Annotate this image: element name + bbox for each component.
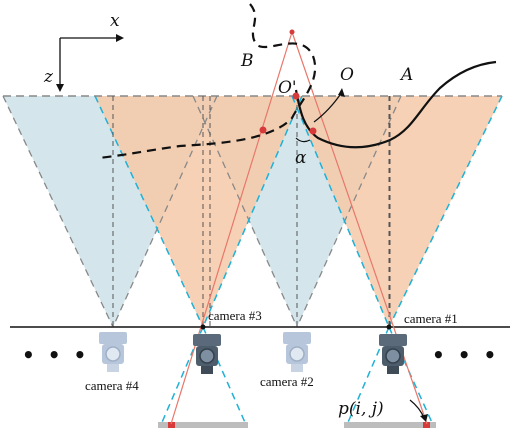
sensor-bar-cam3 bbox=[158, 422, 248, 428]
arrow-head-pixel bbox=[420, 414, 428, 422]
curve-a bbox=[294, 60, 497, 149]
camera-1-icon bbox=[379, 334, 407, 374]
rays bbox=[170, 31, 428, 425]
camera-2-icon bbox=[283, 332, 311, 372]
camera-1-label: camera #1 bbox=[404, 311, 458, 326]
sensor-bar-cam1 bbox=[344, 422, 436, 428]
sensor-hit-cam3 bbox=[168, 422, 175, 428]
camera-1-pivot bbox=[386, 324, 392, 330]
z-axis-label: z bbox=[43, 67, 54, 87]
fov-group bbox=[3, 96, 502, 327]
curve-b-label: B bbox=[240, 51, 254, 71]
alpha-label: α bbox=[295, 148, 307, 168]
fov-camera-1 bbox=[292, 96, 502, 327]
marker-right bbox=[309, 127, 317, 135]
sensor-hit-cam1 bbox=[423, 422, 430, 428]
camera-4-icon bbox=[99, 332, 127, 372]
arrow-head-o bbox=[338, 88, 345, 97]
marker-left bbox=[259, 126, 267, 134]
curve-a-label: A bbox=[399, 65, 413, 85]
x-axis-label: x bbox=[110, 11, 120, 31]
camera-3-label: camera #3 bbox=[208, 308, 262, 323]
pixel-label: p(i, j) bbox=[338, 399, 384, 419]
curve-b bbox=[97, 3, 317, 160]
camera-2-label: camera #2 bbox=[260, 374, 314, 389]
optical-axes bbox=[112, 96, 391, 327]
alpha-arc bbox=[295, 137, 311, 143]
ellipsis-left: • • • bbox=[22, 343, 89, 367]
fov-camera-3 bbox=[95, 96, 302, 327]
coordinate-axes bbox=[59, 37, 120, 88]
z-axis-arrowhead bbox=[56, 84, 64, 92]
point-o-prime-label: O' bbox=[278, 78, 297, 98]
markers bbox=[259, 29, 317, 135]
x-axis-arrowhead bbox=[116, 34, 124, 42]
camera-3-icon bbox=[193, 334, 221, 374]
point-o-label: O bbox=[340, 65, 354, 85]
marker-o-prime bbox=[292, 92, 300, 100]
camera-4-label: camera #4 bbox=[85, 378, 139, 393]
marker-top bbox=[289, 29, 295, 35]
camera-3-pivot bbox=[200, 324, 206, 330]
ellipsis-right: • • • bbox=[432, 343, 499, 367]
